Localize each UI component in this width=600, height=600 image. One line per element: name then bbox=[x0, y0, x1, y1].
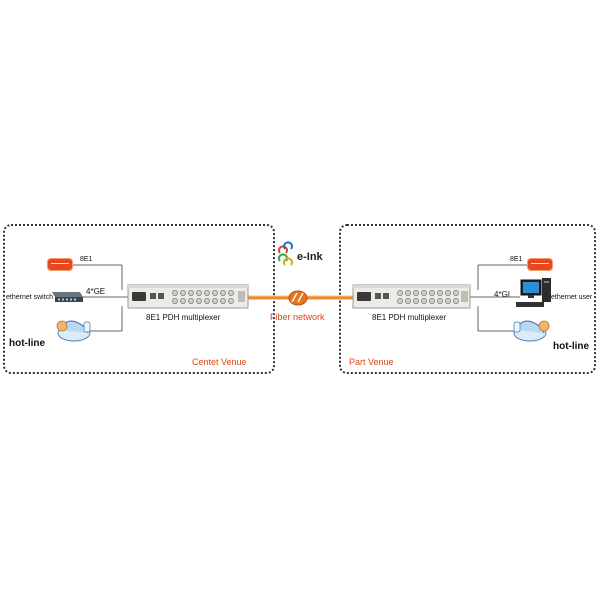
right-device-label: ethernet user bbox=[551, 294, 593, 301]
left-connection-lines bbox=[72, 264, 128, 332]
left-ge-label: 4*GE bbox=[86, 287, 106, 296]
fiber-network-label: Fiber network bbox=[270, 312, 325, 322]
right-e1-ports bbox=[397, 290, 459, 304]
left-venue-label: Centet Venue bbox=[192, 357, 247, 367]
brand-name: e-Ink bbox=[297, 251, 323, 263]
right-phone-icon bbox=[513, 320, 550, 342]
left-multiplexer bbox=[127, 284, 249, 309]
right-multiplexer bbox=[352, 284, 471, 309]
right-connection-lines bbox=[470, 264, 533, 332]
fiber-link bbox=[248, 290, 353, 306]
left-e1-badge bbox=[48, 259, 72, 270]
left-e1-label: 8E1 bbox=[80, 256, 93, 263]
computer-icon bbox=[516, 278, 551, 307]
left-phone-label: hot-line bbox=[9, 338, 46, 349]
right-ge-label: 4*GI bbox=[494, 290, 511, 299]
right-phone-label: hot-line bbox=[553, 341, 590, 352]
left-e1-ports bbox=[172, 290, 234, 304]
left-mux-label: 8E1 PDH multiplexer bbox=[146, 313, 221, 322]
right-e1-badge bbox=[528, 259, 552, 270]
fiber-network-icon bbox=[288, 290, 308, 306]
brand-logo-icon bbox=[278, 241, 293, 266]
left-device-label: ethernet switch bbox=[6, 294, 54, 301]
right-venue-label: Part Venue bbox=[349, 357, 394, 367]
right-mux-label: 8E1 PDH multiplexer bbox=[372, 313, 447, 322]
ethernet-switch-icon bbox=[52, 292, 83, 302]
left-phone-icon bbox=[56, 320, 91, 342]
right-e1-label: 8E1 bbox=[510, 256, 523, 263]
